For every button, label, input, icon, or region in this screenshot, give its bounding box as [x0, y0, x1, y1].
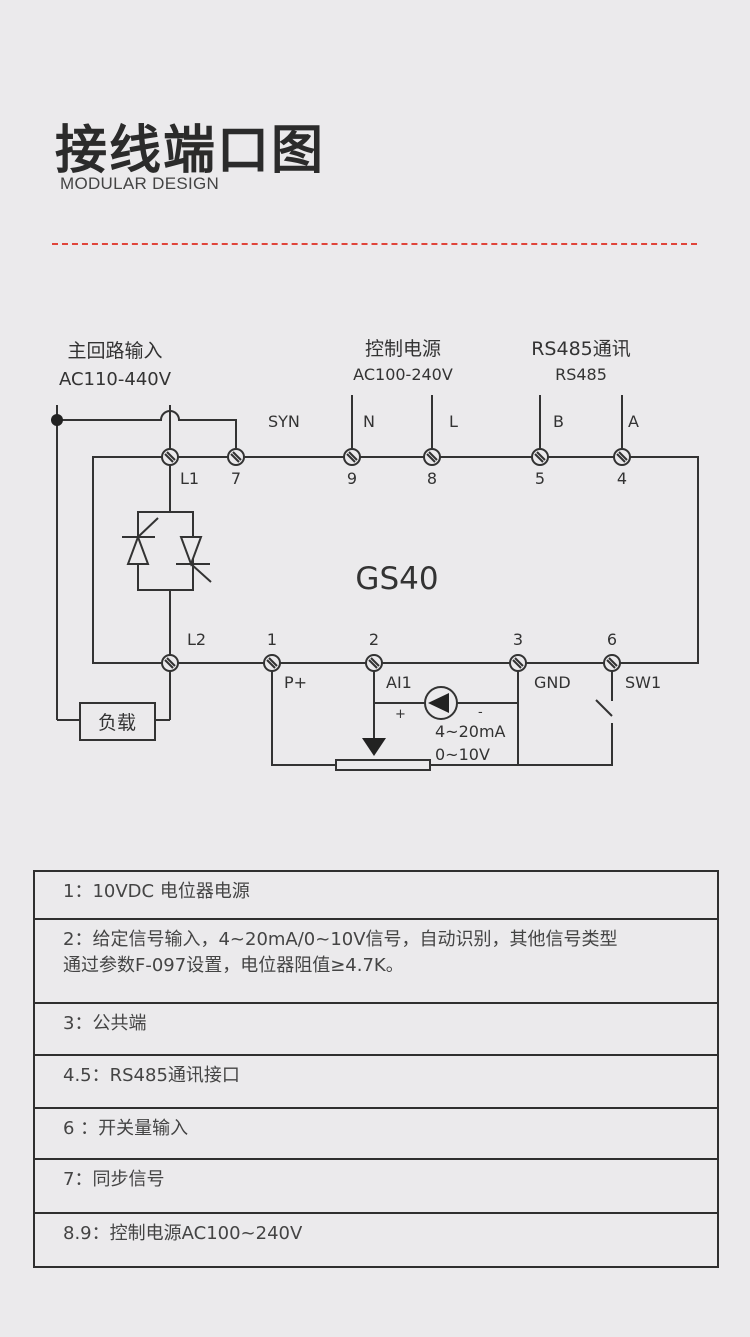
num-2: 2 — [369, 630, 379, 649]
label-l: L — [449, 412, 458, 431]
label-n: N — [363, 412, 375, 431]
label-l1: L1 — [180, 469, 199, 488]
terminal-1 — [263, 654, 281, 672]
load-label: 负载 — [98, 712, 136, 734]
legend-row: 2：给定信号输入，4~20mA/0~10V信号，自动识别，其他信号类型 通过参数… — [35, 920, 717, 1004]
control-power-spec: AC100-240V — [353, 365, 453, 384]
source-plus: + — [395, 707, 406, 722]
terminal-legend-table: 1：10VDC 电位器电源 2：给定信号输入，4~20mA/0~10V信号，自动… — [33, 870, 719, 1268]
wiper-arrow-icon — [362, 738, 386, 756]
legend-row: 3：公共端 — [35, 1004, 717, 1056]
legend-row: 4.5：RS485通讯接口 — [35, 1056, 717, 1109]
label-l2: L2 — [187, 630, 206, 649]
label-ai1: AI1 — [386, 673, 412, 692]
terminal-4 — [613, 448, 631, 466]
source-current: 4~20mA — [435, 722, 506, 741]
terminal-2 — [365, 654, 383, 672]
terminal-L2 — [161, 654, 179, 672]
main-input-title: 主回路输入 — [67, 340, 162, 362]
label-sw1: SW1 — [625, 673, 661, 692]
label-p-plus: P+ — [284, 673, 307, 692]
num-5: 5 — [535, 469, 545, 488]
terminal-8 — [423, 448, 441, 466]
num-6: 6 — [607, 630, 617, 649]
legend-row: 8.9：控制电源AC100~240V — [63, 1223, 303, 1244]
num-7: 7 — [231, 469, 241, 488]
source-voltage: 0~10V — [435, 745, 490, 764]
terminal-L1 — [161, 448, 179, 466]
main-input-spec: AC110-440V — [59, 369, 172, 390]
device-label: GS40 — [355, 561, 438, 597]
rs485-title: RS485通讯 — [531, 338, 631, 360]
legend-row: 7：同步信号 — [35, 1160, 717, 1214]
source-minus: - — [478, 705, 483, 720]
num-4: 4 — [617, 469, 627, 488]
num-3: 3 — [513, 630, 523, 649]
junction-dot — [51, 414, 63, 426]
num-1: 1 — [267, 630, 277, 649]
terminal-7 — [227, 448, 245, 466]
label-gnd: GND — [534, 673, 571, 692]
num-9: 9 — [347, 469, 357, 488]
control-power-title: 控制电源 — [365, 338, 441, 360]
terminal-3 — [509, 654, 527, 672]
terminal-6 — [603, 654, 621, 672]
load-box — [79, 702, 156, 741]
legend-row: 1：10VDC 电位器电源 — [35, 872, 717, 920]
dashed-divider — [52, 243, 697, 245]
label-syn: SYN — [268, 412, 300, 431]
wiring-diagram: 负载 主回路输入 AC110-440V 控制电源 AC100-240V RS48… — [51, 338, 699, 771]
potentiometer-icon — [335, 759, 431, 771]
rs485-spec: RS485 — [555, 365, 607, 384]
terminal-9 — [343, 448, 361, 466]
terminal-5 — [531, 448, 549, 466]
page-subtitle: MODULAR DESIGN — [60, 174, 220, 193]
page-title: 接线端口图 — [55, 121, 326, 181]
current-source-arrow-icon — [428, 693, 449, 713]
label-b: B — [553, 412, 564, 431]
num-8: 8 — [427, 469, 437, 488]
legend-row: 6 ：开关量输入 — [35, 1109, 717, 1160]
label-a: A — [628, 412, 639, 431]
device-box — [92, 456, 699, 664]
